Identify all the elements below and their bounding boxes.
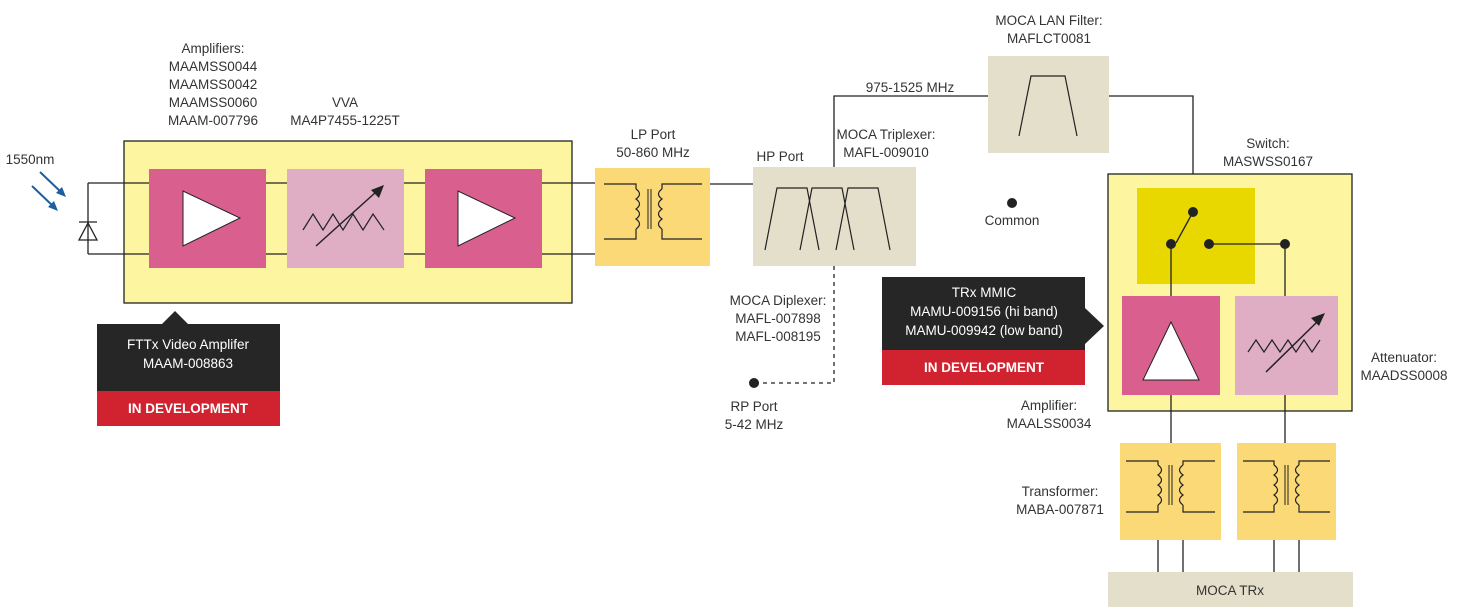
switch-title: Switch: [1246, 136, 1290, 151]
triplexer-title: MOCA Triplexer: [836, 127, 935, 142]
amplifier-icon [425, 169, 542, 268]
attenuator-icon [1235, 296, 1338, 395]
trx-callout: TRx MMIC MAMU-009156 (hi band) MAMU-0099… [882, 277, 1104, 385]
bandpass-filter-icon [988, 56, 1109, 153]
transformer-icon [1237, 443, 1336, 540]
triplexer-part: MAFL-009010 [843, 145, 929, 160]
fttx-status-badge [97, 391, 280, 426]
fttx-callout: FTTx Video Amplifer MAAM-008863 IN DEVEL… [97, 311, 280, 426]
attenuator-icon [287, 169, 404, 268]
lan-filter-title: MOCA LAN Filter: [995, 13, 1102, 28]
amplifiers-title: Amplifiers: [181, 41, 244, 56]
spdt-switch-icon [1137, 188, 1255, 284]
lan-band-label: 975-1525 MHz [866, 80, 955, 95]
trx-callout-line-3: MAMU-009942 (low band) [905, 323, 1063, 338]
attenuator-title: Attenuator: [1371, 350, 1437, 365]
switch-part: MASWSS0167 [1223, 154, 1313, 169]
moca-trx-label: MOCA TRx [1196, 583, 1264, 598]
amplifiers-part-2: MAAMSS0042 [169, 77, 258, 92]
amplifiers-part-4: MAAM-007796 [168, 113, 258, 128]
hp-port-label: HP Port [756, 149, 803, 164]
trx-callout-line-1: TRx MMIC [952, 285, 1017, 300]
lp-port-label: LP Port [631, 127, 676, 142]
light-arrow-icon [31, 171, 66, 211]
amplifier-part: MAALSS0034 [1007, 416, 1092, 431]
trx-status-text: IN DEVELOPMENT [924, 360, 1045, 375]
diplexer-part-1: MAFL-007898 [735, 311, 821, 326]
amplifiers-part-1: MAAMSS0044 [169, 59, 258, 74]
moca-trx-block [1108, 572, 1353, 607]
amplifiers-part-3: MAAMSS0060 [169, 95, 258, 110]
transformer-part: MABA-007871 [1016, 502, 1104, 517]
transformer-title: Transformer: [1022, 484, 1099, 499]
photodiode-icon [77, 183, 99, 254]
bandpass-filter-icon [753, 167, 916, 266]
trx-callout-line-2: MAMU-009156 (hi band) [910, 304, 1058, 319]
fttx-callout-line-1: FTTx Video Amplifer [127, 337, 250, 352]
common-node [1007, 198, 1017, 208]
common-label: Common [985, 213, 1040, 228]
wavelength-label: 1550nm [6, 152, 55, 167]
transformer-icon [595, 168, 710, 266]
fttx-status-text: IN DEVELOPMENT [128, 401, 249, 416]
lp-range-label: 50-860 MHz [616, 145, 690, 160]
lan-filter-part: MAFLCT0081 [1007, 31, 1091, 46]
fttx-callout-line-2: MAAM-008863 [143, 356, 233, 371]
vva-part: MA4P7455-1225T [290, 113, 400, 128]
rp-range-label: 5-42 MHz [725, 417, 784, 432]
vva-title: VVA [332, 95, 358, 110]
trx-status-badge [882, 350, 1085, 385]
diplexer-part-2: MAFL-008195 [735, 329, 821, 344]
transformer-icon [1120, 443, 1221, 540]
amplifier-title: Amplifier: [1021, 398, 1077, 413]
amplifier-icon [1122, 296, 1220, 395]
diplexer-title: MOCA Diplexer: [730, 293, 827, 308]
amplifier-icon [149, 169, 266, 268]
rp-port-label: RP Port [730, 399, 777, 414]
attenuator-part: MAADSS0008 [1360, 368, 1447, 383]
